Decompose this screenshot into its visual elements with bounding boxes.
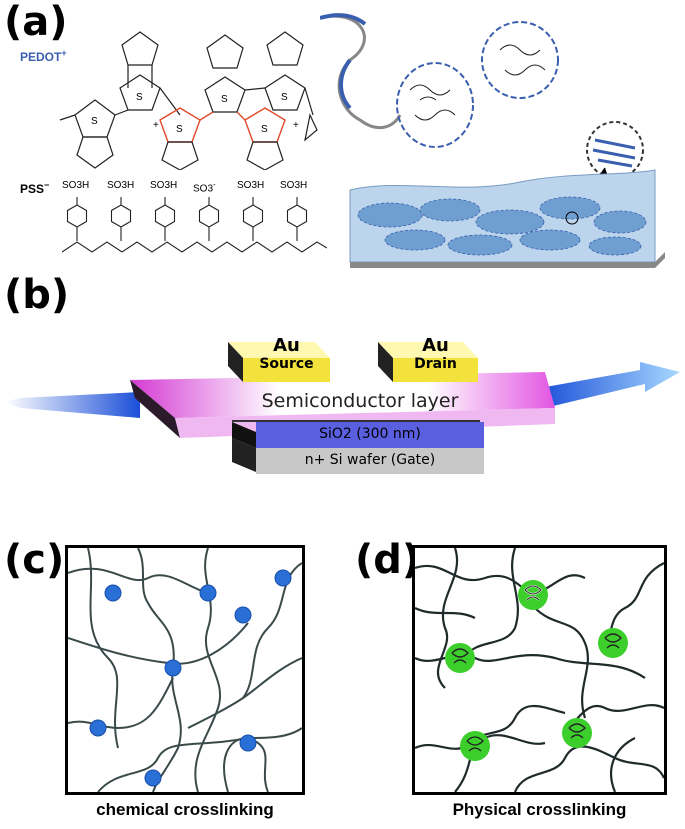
so3h-6: SO3H bbox=[280, 180, 308, 191]
ring6-s: S bbox=[281, 92, 288, 103]
panel-b-label: (b) bbox=[4, 272, 70, 318]
chemical-crosslink-box bbox=[65, 545, 305, 795]
drain-label: Drain bbox=[414, 356, 457, 372]
crosslink-node bbox=[274, 569, 292, 587]
ring5-s: S bbox=[261, 124, 268, 135]
physical-node bbox=[445, 643, 475, 673]
ring2-s: S bbox=[136, 92, 143, 103]
plus-2: + bbox=[293, 120, 299, 131]
physical-node bbox=[562, 718, 592, 748]
physical-crosslinking-caption: Physical crosslinking bbox=[452, 800, 627, 819]
physical-node bbox=[460, 731, 490, 761]
so3-anion: SO3- bbox=[193, 180, 216, 194]
physical-node bbox=[518, 580, 548, 610]
benzene-ring bbox=[286, 204, 308, 228]
pss-charge: − bbox=[44, 180, 50, 190]
wafer-layer-label: n+ Si wafer (Gate) bbox=[304, 452, 436, 468]
so3h-2: SO3H bbox=[107, 180, 135, 191]
pss-text: PSS bbox=[20, 182, 45, 196]
pedot-chain-illustration bbox=[320, 13, 665, 268]
panel-a-label: (a) bbox=[4, 0, 68, 45]
so3-anion-sign: - bbox=[213, 180, 216, 189]
crosslink-node bbox=[239, 734, 257, 752]
source-metal: Au bbox=[273, 335, 300, 356]
plus-1: + bbox=[153, 120, 159, 131]
blue-crosslink-nodes bbox=[89, 569, 292, 787]
benzene-ring bbox=[66, 204, 88, 228]
ring3-s: S bbox=[176, 124, 183, 135]
crosslink-node bbox=[89, 719, 107, 737]
source-electrode: Au Source bbox=[243, 336, 330, 373]
panel-d-label: (d) bbox=[355, 537, 421, 583]
crosslink-node bbox=[199, 584, 217, 602]
crosslink-node bbox=[164, 659, 182, 677]
ring4-s: S bbox=[221, 94, 228, 105]
oxide-layer-label: SiO2 (300 nm) bbox=[319, 426, 421, 442]
so3h-1: SO3H bbox=[62, 180, 90, 191]
physical-node bbox=[598, 628, 628, 658]
pss-label: PSS− bbox=[20, 180, 49, 196]
crosslink-node bbox=[104, 584, 122, 602]
pedot-charge: + bbox=[61, 48, 67, 58]
pedot-text: PEDOT bbox=[20, 50, 62, 64]
source-label: Source bbox=[259, 356, 314, 372]
semiconductor-layer-label: Semiconductor layer bbox=[261, 390, 459, 412]
physical-network bbox=[415, 548, 664, 792]
so3h-5: SO3H bbox=[237, 180, 265, 191]
benzene-ring bbox=[242, 204, 264, 228]
green-physical-crosslinks bbox=[445, 580, 628, 761]
benzene-ring bbox=[110, 204, 132, 228]
so3-anion-text: SO3 bbox=[193, 183, 214, 195]
chemical-crosslinking-caption: chemical crosslinking bbox=[96, 800, 274, 819]
physical-crosslink-box bbox=[412, 545, 667, 795]
pedot-label: PEDOT+ bbox=[20, 48, 67, 64]
pss-so3-row: SO3H SO3H SO3H SO3- SO3H SO3H bbox=[62, 180, 322, 194]
so3h-3: SO3H bbox=[150, 180, 178, 191]
benzene-ring bbox=[198, 204, 220, 228]
crosslink-node bbox=[144, 769, 162, 787]
crosslink-node bbox=[234, 606, 252, 624]
panel-c-label: (c) bbox=[4, 537, 65, 583]
ofet-device-diagram bbox=[5, 342, 680, 474]
ring1-s: S bbox=[91, 116, 98, 127]
pss-structure bbox=[62, 197, 327, 253]
drain-electrode: Au Drain bbox=[393, 336, 478, 373]
drain-metal: Au bbox=[422, 335, 449, 356]
chemical-network bbox=[68, 548, 302, 792]
pedot-structure: S S S S S S + + bbox=[59, 31, 318, 170]
benzene-ring bbox=[154, 204, 176, 228]
